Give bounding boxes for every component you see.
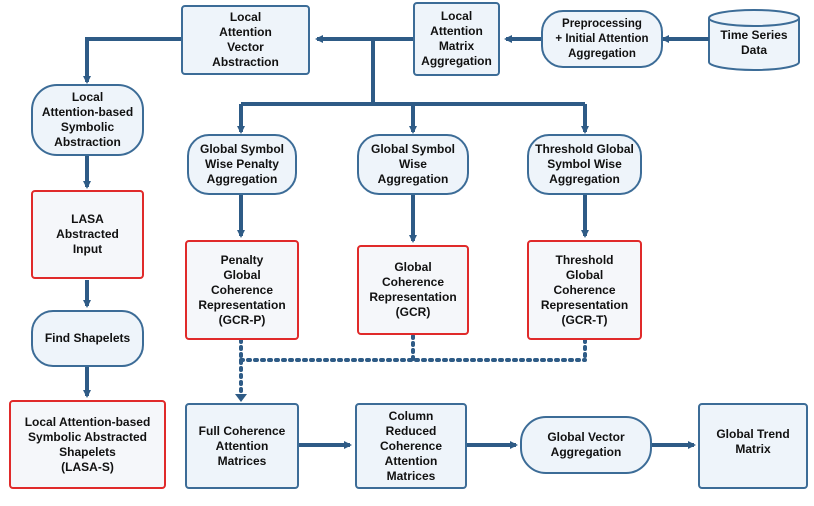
arrow-vector-to-lasa	[83, 37, 181, 84]
node-global-trend: Global Trend Matrix	[698, 403, 808, 489]
node-preprocessing: Preprocessing + Initial Attention Aggreg…	[541, 10, 663, 68]
node-column-reduced: Column Reduced Coherence Attention Matri…	[355, 403, 467, 489]
node-full-coherence: Full Coherence Attention Matrices	[185, 403, 299, 489]
node-lasa-s: Local Attention-based Symbolic Abstracte…	[9, 400, 166, 489]
node-local-attention-vector: Local Attention Vector Abstraction	[181, 5, 310, 75]
node-gcr: Global Coherence Representation (GCR)	[357, 245, 469, 335]
dotted-arrowhead	[235, 394, 247, 402]
node-local-attention-matrix: Local Attention Matrix Aggregation	[413, 2, 500, 76]
database-cylinder-icon	[708, 9, 800, 71]
node-global-penalty: Global Symbol Wise Penalty Aggregation	[187, 134, 297, 195]
node-gcr-p: Penalty Global Coherence Representation …	[185, 240, 299, 340]
node-gcr-t: Threshold Global Coherence Representatio…	[527, 240, 642, 340]
node-threshold-global: Threshold Global Symbol Wise Aggregation	[527, 134, 642, 195]
node-lasa-abstraction: Local Attention-based Symbolic Abstracti…	[31, 84, 144, 156]
node-global-symbol: Global Symbol Wise Aggregation	[357, 134, 469, 195]
node-time-series-data: Time Series Data	[720, 28, 788, 57]
node-lasa-input: LASA Abstracted Input	[31, 190, 144, 279]
node-global-vector: Global Vector Aggregation	[520, 416, 652, 474]
node-find-shapelets: Find Shapelets	[31, 310, 144, 367]
